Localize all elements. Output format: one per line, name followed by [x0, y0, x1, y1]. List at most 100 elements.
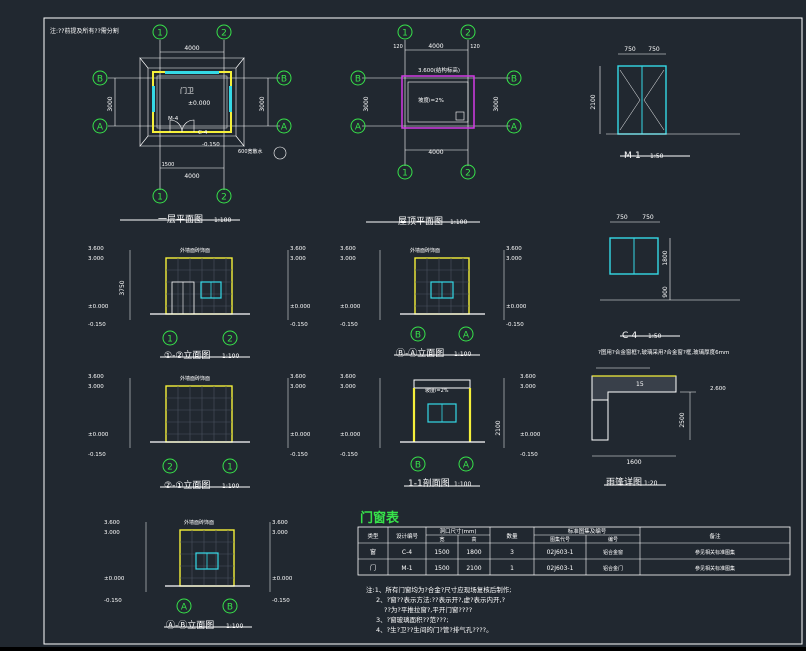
note-line-4: 3、?窗玻璃面积??范???; — [376, 615, 449, 624]
elev12-r-top: 3.600 — [290, 246, 306, 252]
sect-l-top: 3.600 — [340, 374, 356, 380]
elev12-l-top: 3.600 — [88, 246, 104, 252]
plan1-window-right — [229, 86, 232, 112]
elev12-l-zero: ±0.000 — [88, 304, 109, 310]
cell: 参见相关标准图集 — [695, 549, 735, 556]
elev12-l-3000: 3.000 — [88, 256, 104, 262]
c4-scale: 1:50 — [648, 333, 662, 340]
roof-axis-1-bottom: 1 — [402, 169, 408, 179]
elevab-r-neg: -0.150 — [272, 598, 290, 604]
elevba-axis-b: B — [415, 331, 421, 341]
roof-plan: 1 2 1 2 B A B A 4000 120 120 4000 3000 3… — [350, 24, 522, 227]
cell: 1800 — [466, 549, 481, 556]
cell: 02J603-1 — [547, 565, 574, 572]
elevab-axis-b: B — [227, 603, 233, 613]
cell: 参见相关标准图集 — [695, 565, 735, 572]
apron-note: 600宽散水 — [238, 148, 263, 155]
roof-scale: 1:100 — [450, 219, 467, 226]
roof-title: 屋顶平面图 — [398, 216, 443, 227]
plan1-dim-1500: 1500 — [162, 162, 175, 168]
detail-callout-icon — [273, 146, 287, 160]
th-atlas: 标准图集及编号 — [568, 527, 607, 535]
window-tag: C-4 — [198, 130, 208, 136]
plan1-width-bottom: 4000 — [184, 173, 199, 180]
roof-axis-2-top: 2 — [465, 29, 471, 39]
c4-width-left: 750 — [616, 214, 628, 221]
axis-2-bottom: 2 — [221, 193, 227, 203]
roof-axis-2-bottom: 2 — [465, 169, 471, 179]
cell: 1500 — [434, 549, 449, 556]
elev21-l-3000: 3.000 — [88, 384, 104, 390]
th-opening: 洞口尺寸(mm) — [439, 527, 476, 535]
sect-roof-note: 坡度i=2% — [425, 387, 449, 394]
eave-title: 雨篷详图 — [606, 476, 642, 488]
axis-2-top: 2 — [221, 29, 227, 39]
axis-a-right: A — [281, 123, 288, 133]
cell: C-4 — [402, 549, 412, 556]
roof-structure-level: 3.600(结构标高) — [418, 66, 460, 74]
elevation-b-a: 3.600 3.000 ±0.000 -0.150 3.600 3.000 ±0… — [340, 246, 527, 359]
cell: 1500 — [434, 565, 449, 572]
elev21-r-neg: -0.150 — [290, 452, 308, 458]
axis-a-left: A — [97, 123, 104, 133]
axis-1-top: 1 — [157, 29, 163, 39]
elev12-h: 3750 — [119, 280, 126, 295]
eave-slab — [591, 375, 677, 401]
th-type: 类型 — [367, 532, 379, 540]
c4-height: 1800 — [662, 250, 669, 265]
sect-r-neg: -0.150 — [520, 452, 538, 458]
sect-r-3000: 3.000 — [520, 384, 536, 390]
elevba-l-3000: 3.000 — [340, 256, 356, 262]
elevab-l-zero: ±0.000 — [104, 576, 125, 582]
roof-dim-120-left: 120 — [393, 44, 403, 50]
elevba-r-zero: ±0.000 — [506, 304, 527, 310]
roof-axis-b-left: B — [355, 75, 361, 85]
elevab-r-top: 3.600 — [272, 520, 288, 526]
elev21-axis-1: 1 — [227, 463, 233, 473]
elev12-l-neg: -0.150 — [88, 322, 106, 328]
elevba-r-top: 3.600 — [506, 246, 522, 252]
axis-b-left: B — [97, 75, 103, 85]
roof-axis-b-right: B — [511, 75, 517, 85]
elevation-a-b: 3.600 3.000 ±0.000 -0.150 3.600 3.000 ±0… — [104, 519, 293, 631]
elevab-title: Ⓐ-Ⓑ立面图 — [166, 619, 214, 631]
roof-dim-120-right: 120 — [470, 44, 480, 50]
elevba-l-neg: -0.150 — [340, 322, 358, 328]
outside-level: -0.150 — [202, 142, 220, 148]
th-width: 宽 — [439, 536, 444, 543]
c4-width-right: 750 — [642, 214, 654, 221]
elevab-axis-a: A — [181, 603, 188, 613]
elevab-l-neg: -0.150 — [104, 598, 122, 604]
sect-l-zero: ±0.000 — [340, 432, 361, 438]
elevab-r-zero: ±0.000 — [272, 576, 293, 582]
axis-b-right: B — [281, 75, 287, 85]
sect-title: 1-1剖面图 — [408, 477, 450, 489]
schedule-title: 门窗表 — [360, 510, 400, 526]
elevab-finish: 外墙面砖饰面 — [184, 519, 214, 526]
table-row: 门 M-1 1500 2100 1 02J603-1 铝合金门 参见相关标准图集 — [370, 564, 735, 572]
sect-r-top: 3.600 — [520, 374, 536, 380]
cell: 2100 — [466, 565, 481, 572]
elev12-r-zero: ±0.000 — [290, 304, 311, 310]
note-line-2: 2、?窗??表示方法:??表示开?,虚?表示内开,? — [376, 595, 505, 604]
general-notes: 注:1、所有门窗均为?合金?尺寸应现场复核后制作; 2、?窗??表示方法:??表… — [366, 585, 511, 634]
elev21-r-3000: 3.000 — [290, 384, 306, 390]
elevba-r-neg: -0.150 — [506, 322, 524, 328]
window-c4-elevation: 750 750 1800 900 C-4 1:50 ?图用?合金窗框?,玻璃采用… — [598, 214, 740, 356]
room-name: 门卫 — [180, 86, 194, 95]
elevba-r-3000: 3.000 — [506, 256, 522, 262]
elevba-scale: 1:100 — [454, 351, 471, 358]
m1-width-right: 750 — [648, 46, 660, 53]
cell: 02J603-1 — [547, 549, 574, 556]
th-atlas-code: 图集代号 — [550, 536, 570, 543]
eave-level: 2.600 — [710, 386, 726, 392]
eave-detail: 15 2.600 2500 1600 雨篷详图 1:20 — [591, 367, 726, 488]
m1-height: 2100 — [590, 94, 597, 109]
m1-title: M-1 — [624, 151, 641, 161]
elevba-l-top: 3.600 — [340, 246, 356, 252]
elev21-title: ②-①立面图 — [164, 479, 210, 491]
section-1-1: 3.600 3.000 ±0.000 -0.150 3.600 3.000 ±0… — [340, 374, 541, 489]
elevba-axis-a: A — [463, 331, 470, 341]
eave-2500: 2500 — [679, 412, 686, 427]
